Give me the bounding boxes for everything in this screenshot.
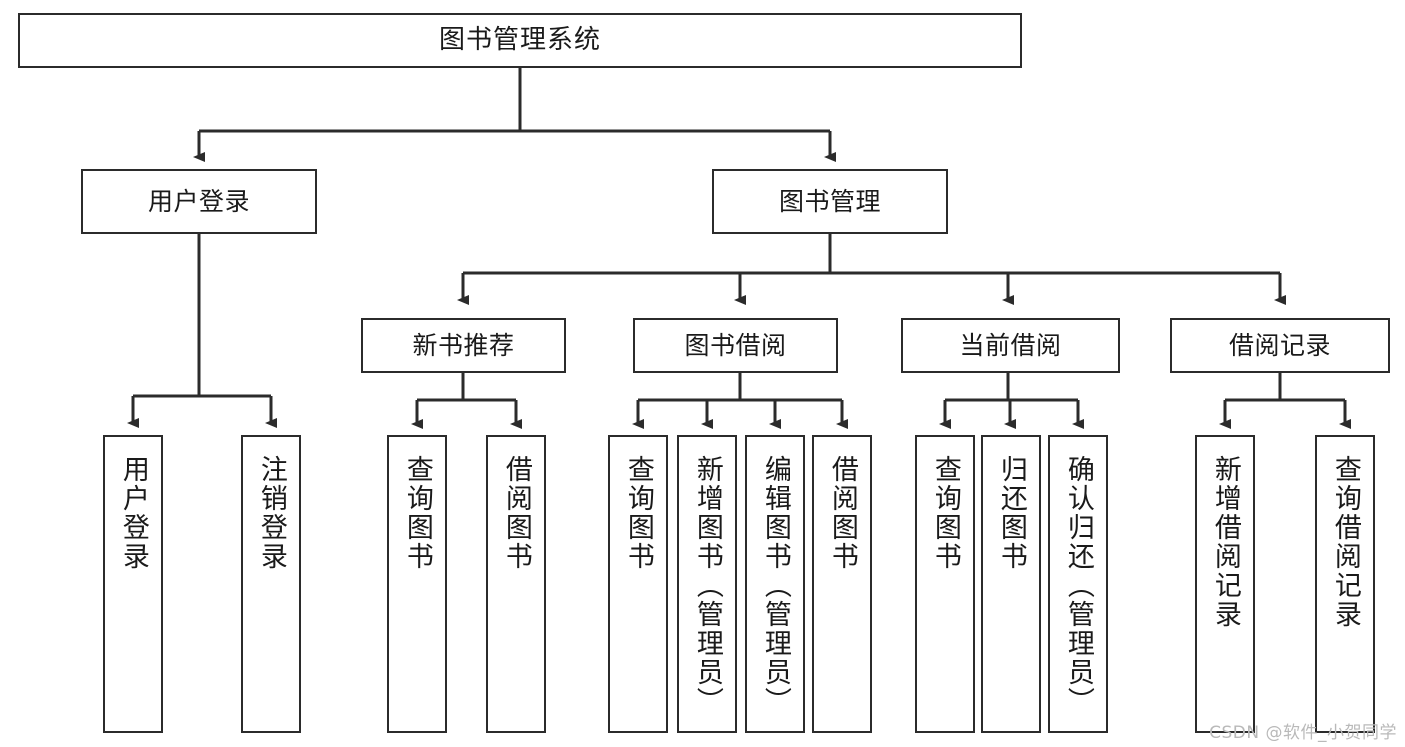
node-book-management[interactable]: 图书管理 xyxy=(712,169,948,234)
node-leaf-query-record[interactable]: 查询借阅记录 xyxy=(1315,435,1375,733)
node-book-borrow[interactable]: 图书借阅 xyxy=(633,318,838,373)
node-leaf-query-book-c[interactable]: 查询图书 xyxy=(915,435,975,733)
node-leaf-logout[interactable]: 注销登录 xyxy=(241,435,301,733)
node-leaf-user-login[interactable]: 用户登录 xyxy=(103,435,163,733)
node-borrow-record[interactable]: 借阅记录 xyxy=(1170,318,1390,373)
node-leaf-borrow-book-b-label: 借阅图书 xyxy=(826,455,858,571)
node-book-management-label: 图书管理 xyxy=(778,186,881,216)
node-current-borrow-label: 当前借阅 xyxy=(959,330,1062,360)
node-leaf-query-book-b-label: 查询图书 xyxy=(622,455,654,571)
node-leaf-user-login-label: 用户登录 xyxy=(117,455,149,571)
node-leaf-add-book-label: 新增图书（管理员） xyxy=(691,455,723,716)
node-leaf-query-book-a-label: 查询图书 xyxy=(401,455,433,571)
node-leaf-query-book-b[interactable]: 查询图书 xyxy=(608,435,668,733)
node-book-borrow-label: 图书借阅 xyxy=(684,330,787,360)
node-leaf-edit-book[interactable]: 编辑图书（管理员） xyxy=(745,435,805,733)
node-borrow-record-label: 借阅记录 xyxy=(1228,330,1331,360)
node-leaf-confirm-return-label: 确认归还（管理员） xyxy=(1062,455,1094,716)
node-leaf-query-record-label: 查询借阅记录 xyxy=(1329,455,1361,629)
node-leaf-confirm-return[interactable]: 确认归还（管理员） xyxy=(1048,435,1108,733)
node-leaf-return-book[interactable]: 归还图书 xyxy=(981,435,1041,733)
node-leaf-query-book-a[interactable]: 查询图书 xyxy=(387,435,447,733)
node-user-login-label: 用户登录 xyxy=(147,186,250,216)
node-leaf-edit-book-label: 编辑图书（管理员） xyxy=(759,455,791,716)
node-root-label: 图书管理系统 xyxy=(438,24,601,55)
node-leaf-borrow-book-a-label: 借阅图书 xyxy=(500,455,532,571)
watermark: CSDN @软件_小贺同学 xyxy=(1209,723,1397,743)
node-leaf-logout-label: 注销登录 xyxy=(255,455,287,571)
node-leaf-query-book-c-label: 查询图书 xyxy=(929,455,961,571)
node-user-login[interactable]: 用户登录 xyxy=(81,169,317,234)
node-current-borrow[interactable]: 当前借阅 xyxy=(901,318,1120,373)
node-leaf-add-record[interactable]: 新增借阅记录 xyxy=(1195,435,1255,733)
node-leaf-return-book-label: 归还图书 xyxy=(995,455,1027,571)
node-root[interactable]: 图书管理系统 xyxy=(18,13,1022,68)
node-leaf-borrow-book-b[interactable]: 借阅图书 xyxy=(812,435,872,733)
node-leaf-add-record-label: 新增借阅记录 xyxy=(1209,455,1241,629)
node-leaf-add-book[interactable]: 新增图书（管理员） xyxy=(677,435,737,733)
node-new-book-recommendation[interactable]: 新书推荐 xyxy=(361,318,566,373)
node-leaf-borrow-book-a[interactable]: 借阅图书 xyxy=(486,435,546,733)
node-new-book-recommendation-label: 新书推荐 xyxy=(412,330,515,360)
